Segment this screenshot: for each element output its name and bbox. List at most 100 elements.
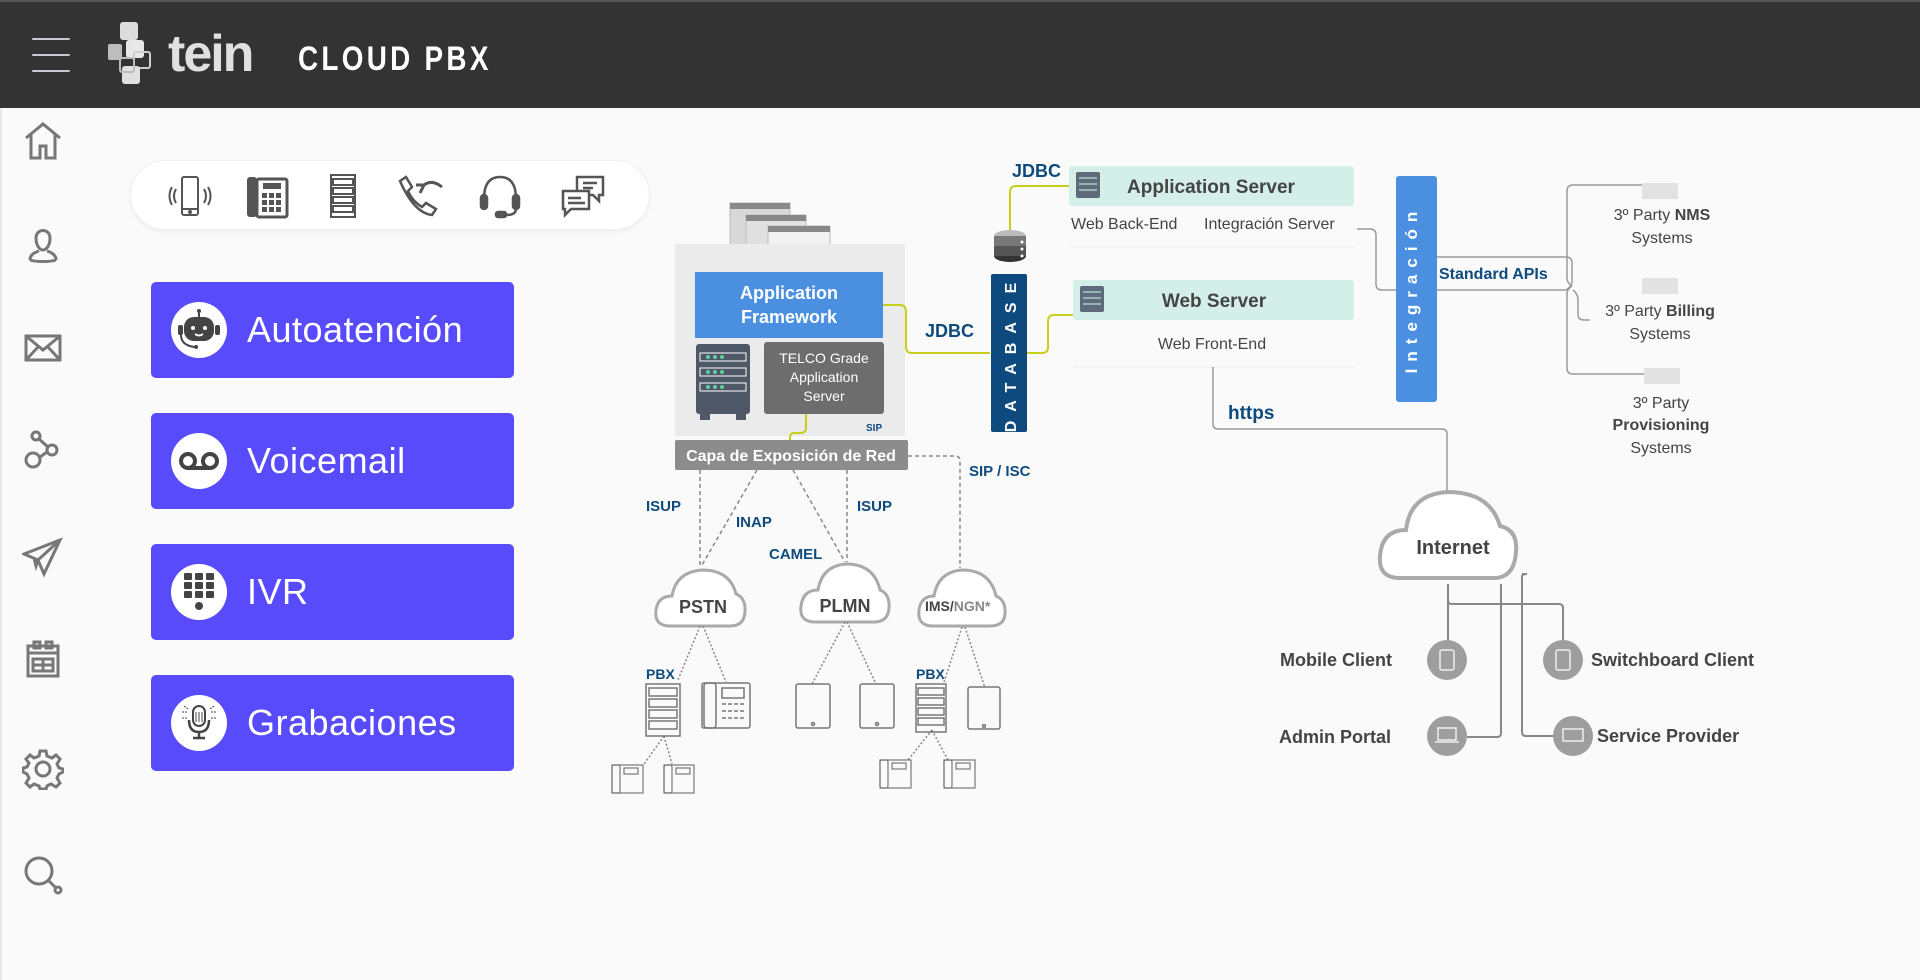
hamburger-line — [32, 54, 70, 56]
chat-bubbles-icon — [561, 175, 605, 219]
admin-portal-node[interactable] — [1427, 716, 1467, 756]
sip-isc-label: SIP / ISC — [969, 463, 1031, 480]
quick-item-mobile[interactable] — [166, 173, 214, 219]
database-cylinder-icon — [994, 230, 1026, 262]
quick-access-bar — [130, 160, 650, 230]
paper-plane-icon — [20, 537, 63, 578]
mobile-client-node[interactable] — [1427, 640, 1467, 680]
switchboard-client-node[interactable] — [1543, 640, 1583, 680]
https-label: https — [1228, 403, 1274, 424]
standard-apis-label: Standard APIs — [1439, 266, 1548, 283]
mobile-client-label: Mobile Client — [1280, 650, 1392, 670]
isup-left-label: ISUP — [646, 498, 681, 515]
desk-phone-icon — [247, 177, 289, 219]
search-icon — [24, 856, 63, 895]
home-icon — [25, 122, 61, 160]
billing-system-icon — [1642, 278, 1678, 294]
mail-icon — [24, 334, 62, 362]
web-server-box[interactable] — [1073, 280, 1354, 320]
top-header: tein CLOUD PBX — [0, 0, 1920, 108]
pstn-cloud[interactable] — [654, 568, 747, 628]
desk-phone-icon — [611, 764, 644, 794]
camel-label: CAMEL — [769, 546, 822, 563]
pbx-left-rack-icon — [645, 683, 681, 737]
sidebar-item-home[interactable] — [22, 120, 64, 162]
internet-cloud[interactable] — [1377, 489, 1519, 580]
nms-system-icon — [1642, 183, 1678, 199]
application-framework-box[interactable] — [695, 272, 883, 338]
robot-agent-icon — [171, 302, 227, 358]
sidebar-item-connections[interactable] — [22, 430, 64, 472]
ims-ngn-cloud[interactable] — [917, 568, 1007, 628]
microphone-icon — [171, 695, 227, 751]
quick-item-desk-phone[interactable] — [243, 173, 291, 219]
autoatencion-button[interactable]: Autoatención — [151, 282, 514, 378]
apis-bracket — [1437, 256, 1573, 291]
autoatencion-label: Autoatención — [247, 309, 464, 350]
sidebar-item-search[interactable] — [22, 854, 64, 896]
sidebar-item-user[interactable] — [22, 222, 64, 264]
inap-label: INAP — [736, 514, 772, 531]
integration-box[interactable] — [1396, 176, 1437, 402]
switchboard-client-label: Switchboard Client — [1591, 650, 1754, 670]
hamburger-menu-button[interactable] — [32, 38, 70, 74]
web-front-end-label: Web Front-End — [1158, 336, 1266, 353]
plmn-cloud[interactable] — [799, 562, 891, 624]
quick-item-call-forward[interactable] — [396, 173, 444, 219]
admin-portal-label: Admin Portal — [1279, 727, 1391, 747]
database-box[interactable] — [991, 274, 1027, 432]
sidebar-item-settings[interactable] — [21, 748, 65, 791]
logo-text: tein — [168, 25, 254, 83]
application-server-box[interactable] — [1069, 166, 1354, 206]
tein-logo-icon — [108, 22, 151, 84]
app-title: CLOUD PBX — [298, 40, 492, 78]
provisioning-line1: 3º Party — [1633, 395, 1690, 412]
browser-windows-icon — [729, 202, 831, 275]
server-rack-icon — [330, 174, 356, 218]
network-links — [699, 455, 961, 568]
ivr-label: IVR — [247, 571, 309, 612]
billing-line2: Systems — [1629, 326, 1690, 343]
sidebar-item-calendar[interactable] — [22, 638, 64, 680]
keypad-icon — [171, 564, 227, 620]
exposure-layer-box[interactable] — [675, 440, 908, 470]
service-provider-node[interactable] — [1553, 716, 1593, 756]
hamburger-icon — [32, 38, 70, 40]
quick-item-chat[interactable] — [559, 173, 607, 219]
sidebar-item-mail[interactable] — [22, 326, 64, 368]
sidebar-item-send[interactable] — [20, 536, 64, 578]
grabaciones-button[interactable]: Grabaciones — [151, 675, 514, 771]
voicemail-icon — [171, 433, 227, 489]
tablet-icon — [859, 683, 895, 729]
jdbc-connector-top — [1009, 185, 1072, 230]
switchboard-line — [1447, 584, 1564, 644]
pbx-right-label: PBX — [916, 666, 945, 682]
sip-connector — [789, 414, 807, 442]
apis-nms-line — [1566, 184, 1645, 287]
desk-phone-icon — [879, 759, 912, 789]
provisioning-line3: Systems — [1630, 440, 1691, 457]
admin-line — [1467, 584, 1502, 738]
telco-server-box[interactable] — [764, 342, 884, 414]
headset-icon — [479, 175, 521, 219]
web-back-end-label: Web Back-End — [1071, 216, 1177, 233]
service-provider-label: Service Provider — [1597, 726, 1739, 746]
tablet-icon — [795, 683, 831, 729]
provisioning-system-icon — [1644, 368, 1680, 384]
tein-logo[interactable]: tein — [108, 22, 254, 86]
web-db-connector — [1027, 314, 1074, 354]
pbx-left-label: PBX — [646, 666, 675, 682]
quick-item-headset[interactable] — [476, 173, 524, 219]
gear-icon — [21, 749, 65, 791]
desk-phone-icon — [663, 764, 695, 794]
voicemail-button[interactable]: Voicemail — [151, 413, 514, 509]
server-rack-icon — [696, 344, 750, 420]
call-return-icon — [398, 175, 443, 217]
desk-phone-icon — [943, 759, 976, 789]
tablet-icon — [967, 686, 1001, 730]
grabaciones-label: Grabaciones — [247, 702, 457, 743]
sip-small-label: SIP — [866, 423, 882, 434]
ivr-button[interactable]: IVR — [151, 544, 514, 640]
apis-provisioning-line — [1566, 285, 1650, 375]
quick-item-server[interactable] — [319, 173, 367, 219]
